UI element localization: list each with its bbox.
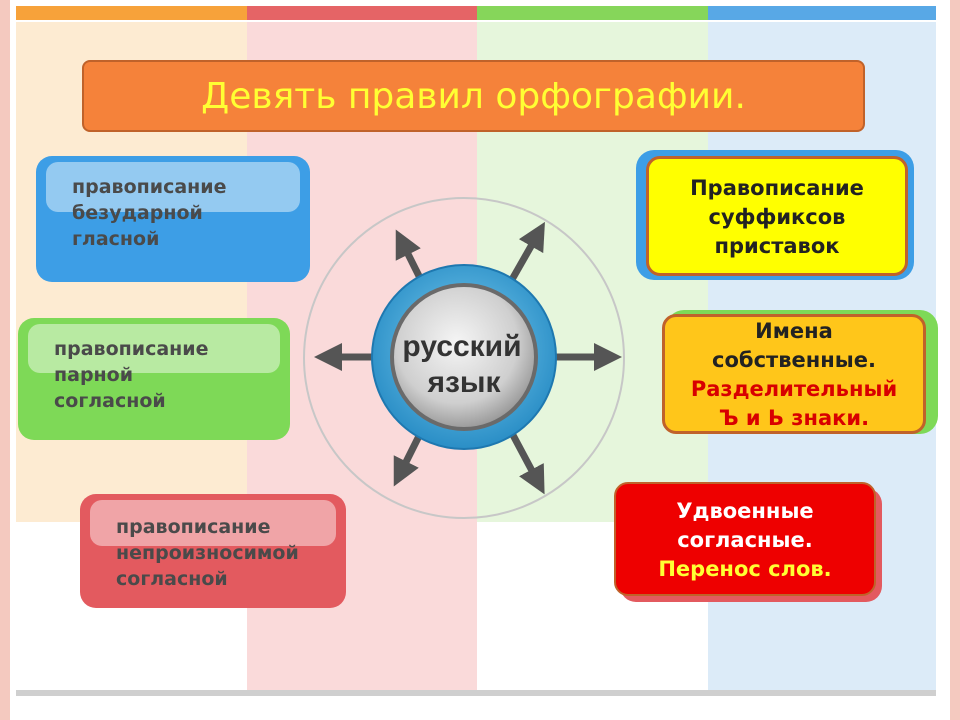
rule-silent-consonant: правописание непроизносимой согласной	[80, 494, 346, 608]
rule-line: гласной	[72, 228, 160, 250]
rule-line: правописание	[54, 338, 209, 360]
rule-line: согласной	[116, 568, 228, 590]
top-bar-orange	[16, 6, 247, 20]
top-bar-red	[247, 6, 477, 20]
rule-line: согласной	[54, 390, 166, 412]
rule-line: Правописание	[690, 176, 864, 200]
hub-label-line1: русский	[402, 330, 521, 363]
rule-unstressed-vowel: правописание безударной гласной	[36, 156, 310, 282]
rule-line: безударной	[72, 202, 203, 224]
page-title: Девять правил орфографии.	[82, 60, 865, 132]
rule-line: правописание	[72, 176, 227, 198]
hub-label-line2: язык	[426, 366, 501, 399]
rule-line: Имена	[755, 319, 833, 343]
rule-line: собственные.	[712, 348, 876, 372]
rule-double-consonants: Удвоенные согласные. Перенос слов.	[614, 482, 876, 596]
hub-core	[390, 283, 538, 431]
page-title-text: Девять правил орфографии.	[201, 75, 746, 117]
top-bar-green	[477, 6, 708, 20]
rule-line: непроизносимой	[116, 542, 299, 564]
rule-line: приставок	[714, 234, 840, 258]
rule-line: Удвоенные	[676, 499, 814, 523]
rule-line-yellow: Перенос слов.	[658, 557, 832, 581]
outer-ring	[303, 197, 625, 519]
rule-line-red: Разделительный	[690, 377, 898, 401]
rule-suffix-prefix: Правописание суффиксов приставок	[646, 156, 908, 276]
rule-line: согласные.	[677, 528, 813, 552]
rule-line: суффиксов	[708, 205, 846, 229]
rule-line: правописание	[116, 516, 271, 538]
rule-proper-names: Имена собственные. Разделительный Ъ и Ь …	[662, 314, 926, 434]
top-bar-blue	[708, 6, 936, 20]
bottom-line	[16, 690, 936, 696]
rule-line: парной	[54, 364, 134, 386]
rule-line-red: Ъ и Ь знаки.	[718, 406, 870, 430]
rule-paired-consonant: правописание парной согласной	[18, 318, 290, 440]
